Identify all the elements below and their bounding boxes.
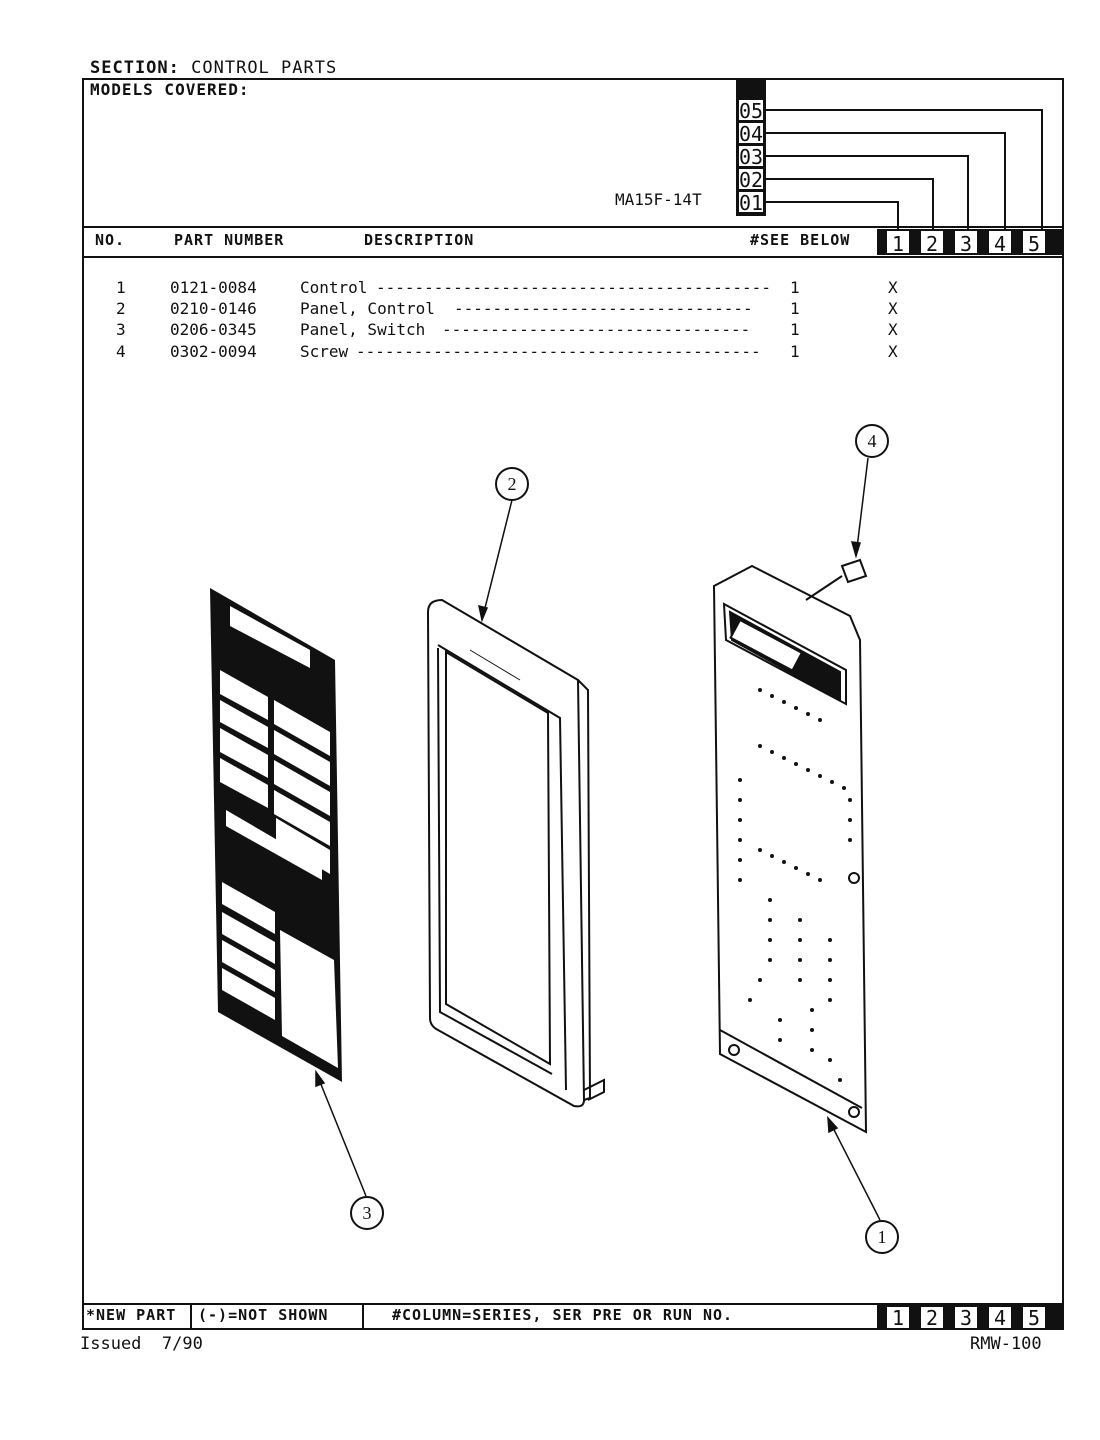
col-divider <box>945 229 953 255</box>
section-value: CONTROL PARTS <box>191 58 338 78</box>
series-mark: X <box>888 342 898 361</box>
col-header-part-number: PART NUMBER <box>174 231 285 249</box>
col-header-series-3: 3 <box>953 229 979 256</box>
part-description: Panel, Switch <box>300 320 426 339</box>
col-header-no: NO. <box>95 231 126 249</box>
control-board-drawing <box>712 564 868 1134</box>
series-code-03: 03 <box>738 145 764 169</box>
part-description: Control <box>300 278 368 297</box>
callout-4: 4 <box>855 424 889 458</box>
footer-separator <box>362 1305 364 1330</box>
footer-new-part: *NEW PART <box>86 1306 177 1324</box>
series-code-02: 02 <box>738 168 764 192</box>
footer-series-3: 3 <box>953 1305 979 1330</box>
series-mark: X <box>888 278 898 297</box>
leader-dots: -------------------------------- <box>442 320 751 339</box>
issued-date: Issued 7/90 <box>80 1334 203 1354</box>
part-no: 2 <box>116 299 126 318</box>
footer-divider <box>979 1305 987 1330</box>
footer-not-shown: (-)=NOT SHOWN <box>198 1306 329 1324</box>
col-divider <box>979 229 987 255</box>
models-covered-label: MODELS COVERED: <box>90 80 250 99</box>
series-mark: X <box>888 320 898 339</box>
leader-dots: ------------------------------- <box>454 299 753 318</box>
callout-1: 1 <box>865 1220 899 1254</box>
callout-leader-lines <box>315 457 881 1221</box>
part-row-2: 2 0210-0146 Panel, Control -------------… <box>110 299 898 432</box>
part-qty: 1 <box>790 278 800 297</box>
part-no: 3 <box>116 320 126 339</box>
col-divider <box>1047 229 1062 255</box>
part-row-3: 3 0206-0345 Panel, Switch --------------… <box>110 320 898 453</box>
part-qty: 1 <box>790 342 800 361</box>
leader-dots: ----------------------------------------… <box>356 342 761 361</box>
part-no: 1 <box>116 278 126 297</box>
part-row-1: 1 0121-0084 Control --------------------… <box>110 278 898 411</box>
model-name: MA15F-14T <box>615 190 702 209</box>
header-bottom-rule <box>82 256 1064 258</box>
footer-band <box>82 1303 1064 1330</box>
series-code-05: 05 <box>738 99 764 123</box>
part-qty: 1 <box>790 299 800 318</box>
col-header-series-1: 1 <box>885 229 911 256</box>
footer-series-1: 1 <box>885 1305 911 1330</box>
col-header-series-2: 2 <box>919 229 945 256</box>
header-top-rule <box>82 226 1064 228</box>
col-divider <box>911 229 919 255</box>
col-header-description: DESCRIPTION <box>364 231 475 249</box>
col-header-series-5: 5 <box>1021 229 1047 256</box>
part-number: 0210-0146 <box>170 299 257 318</box>
part-row-4: 4 0302-0094 Screw ----------------------… <box>110 342 898 475</box>
parts-frame <box>82 78 1064 1330</box>
callout-2: 2 <box>495 467 529 501</box>
footer-divider <box>1047 1305 1062 1330</box>
col-divider <box>1013 229 1021 255</box>
part-no: 4 <box>116 342 126 361</box>
series-code-01: 01 <box>738 191 764 215</box>
part-description: Panel, Control <box>300 299 435 318</box>
footer-series-5: 5 <box>1021 1305 1047 1330</box>
part-qty: 1 <box>790 320 800 339</box>
series-code-04: 04 <box>738 122 764 146</box>
footer-divider <box>877 1305 885 1330</box>
footer-divider <box>945 1305 953 1330</box>
col-divider <box>877 229 885 255</box>
footer-series-2: 2 <box>919 1305 945 1330</box>
switch-panel-drawing <box>210 588 342 1082</box>
part-number: 0121-0084 <box>170 278 257 297</box>
leader-dots: ----------------------------------------… <box>376 278 771 297</box>
document-code: RMW-100 <box>970 1334 1042 1354</box>
callout-3: 3 <box>350 1196 384 1230</box>
col-header-series-4: 4 <box>987 229 1013 256</box>
footer-separator <box>190 1305 192 1330</box>
part-number: 0206-0345 <box>170 320 257 339</box>
footer-series-4: 4 <box>987 1305 1013 1330</box>
control-panel-drawing <box>426 598 605 1108</box>
footer-divider <box>911 1305 919 1330</box>
part-number: 0302-0094 <box>170 342 257 361</box>
series-mark: X <box>888 299 898 318</box>
part-description: Screw <box>300 342 349 361</box>
footer-divider <box>1013 1305 1021 1330</box>
section-title: SECTION: CONTROL PARTS <box>90 58 337 78</box>
footer-column-note: #COLUMN=SERIES, SER PRE OR RUN NO. <box>392 1306 734 1324</box>
screw-drawing <box>805 558 868 601</box>
col-header-see-below: #SEE BELOW <box>750 231 851 249</box>
section-label: SECTION: <box>90 58 180 78</box>
